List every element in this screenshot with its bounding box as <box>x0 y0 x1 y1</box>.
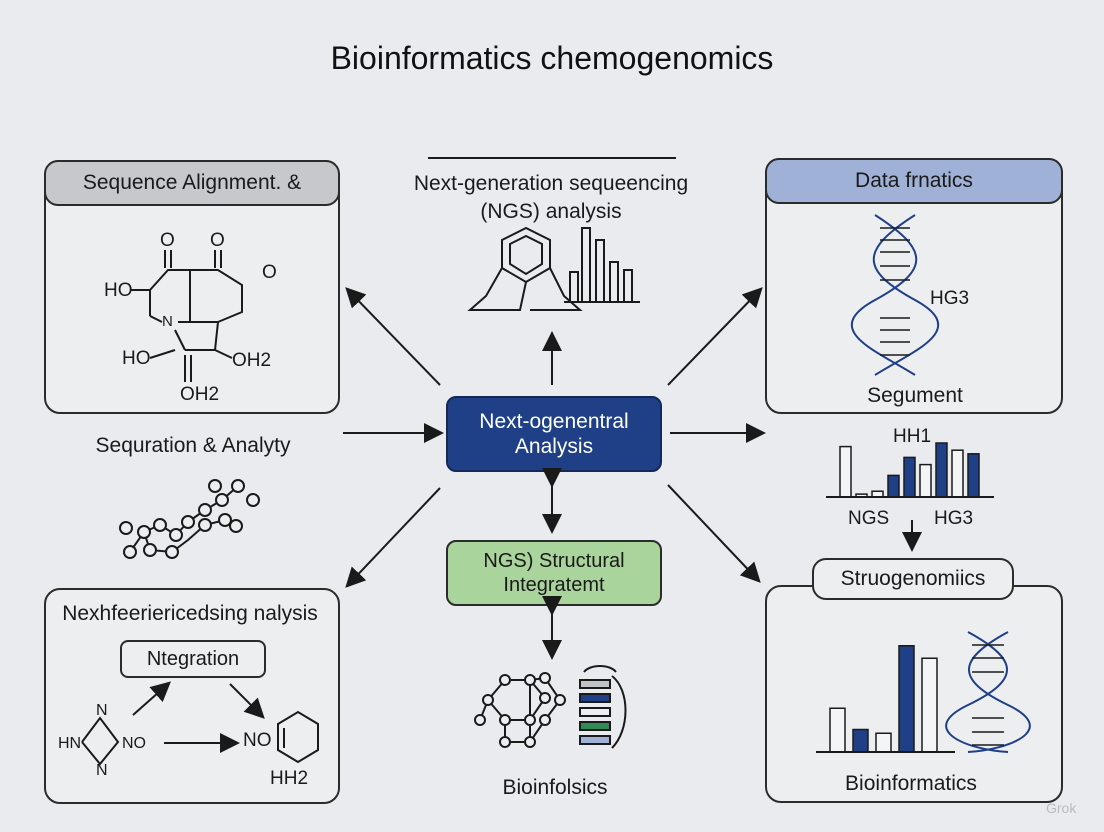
mid-chart-bar-4 <box>887 474 900 498</box>
structural-integration-line2: Integratemt <box>503 574 605 596</box>
mid-chart-bar-9 <box>967 453 980 498</box>
central-analysis-line1: Next-ogenentral <box>479 410 629 433</box>
atom-o-1: O <box>160 230 175 251</box>
atom-n-bottom: N <box>96 762 108 779</box>
mid-chart-bar-7 <box>935 442 948 498</box>
br-chart-bar-2 <box>852 728 869 753</box>
dna-helix-top <box>850 214 940 376</box>
atom-no-product: NO <box>243 730 272 751</box>
br-chart-bar-4 <box>898 645 915 753</box>
atom-ho-1: HO <box>104 280 133 301</box>
structural-integration-line1: NGS) Structural <box>483 550 625 572</box>
arrow-to-top-right <box>667 287 763 386</box>
arrow-to-bottom-left <box>345 487 441 588</box>
atom-n-top: N <box>96 702 108 719</box>
central-analysis-box: Next-ogenentral Analysis <box>446 396 662 472</box>
hh1-label: HH1 <box>893 426 932 447</box>
arrow-to-integration <box>132 681 171 716</box>
left-chain-molecule <box>119 479 260 559</box>
br-chart-bar-1 <box>829 707 846 753</box>
segument-label: Segument <box>867 384 963 407</box>
atom-o-3: O <box>262 262 277 283</box>
sequencing-analysis-header: Nexhfeeriericedsing nalysis <box>62 602 318 625</box>
bioinformatics-footer: Bioinformatics <box>845 772 977 795</box>
grok-watermark: Grok <box>1046 800 1077 816</box>
atom-hn: HN <box>58 735 82 752</box>
mid-chart-bar-6 <box>919 463 932 498</box>
arrow-to-bottom-right <box>667 484 761 583</box>
sequence-alignment-header: Sequence Alignment. & <box>44 160 340 206</box>
br-chart-bar-3 <box>875 732 892 753</box>
top-center-bars <box>564 227 640 303</box>
br-chart-bar-5 <box>921 657 938 753</box>
product-ring <box>277 710 319 764</box>
ngs-analysis-title-line1: Next-generation sequeencing <box>413 172 689 195</box>
ngs-analysis-title-line2: (NGS) analysis <box>480 200 622 223</box>
hg3-chart-label: HG3 <box>934 508 974 529</box>
atom-n: N <box>162 313 173 330</box>
atom-o-2: O <box>210 230 225 251</box>
bottom-right-bar-chart <box>816 645 955 753</box>
right-mid-bar-chart <box>826 442 994 498</box>
top-center-benzene <box>467 226 583 311</box>
mid-chart-bar-8 <box>951 449 964 498</box>
mid-chart-bar-5 <box>903 456 916 498</box>
sequration-label: Sequration & Analyty <box>95 434 291 457</box>
structural-integration-box: NGS) Structural Integratemt <box>446 540 662 606</box>
sequencing-analysis-card <box>44 588 340 804</box>
atom-hh2: HH2 <box>270 768 309 789</box>
arrow-from-integration <box>229 683 265 719</box>
tetrazole-ring <box>81 716 120 766</box>
central-analysis-line2: Analysis <box>514 435 594 458</box>
atom-oh2-1: OH2 <box>232 350 272 371</box>
dna-rungs-top <box>880 227 910 356</box>
struogenomiics-header: Struogenomiics <box>812 558 1014 600</box>
data-frnatics-header: Data frnatics <box>765 158 1063 204</box>
arrow-to-top-left <box>345 287 441 386</box>
bioinfolsics-label: Bioinfolsics <box>502 776 608 799</box>
integration-button[interactable]: Ntegration <box>120 640 266 678</box>
atom-oh2-2: OH2 <box>180 384 220 405</box>
bottom-center-blocks <box>579 665 627 749</box>
top-left-molecule <box>130 250 243 382</box>
dna-helix-bottom <box>945 631 1031 753</box>
dna-rungs-bottom <box>972 644 1004 746</box>
page-title: Bioinformatics chemogenomics <box>330 40 774 76</box>
atom-ho-2: HO <box>122 348 151 369</box>
atom-no-ring: NO <box>122 735 146 752</box>
bottom-center-network <box>474 672 566 748</box>
mid-chart-bar-1 <box>839 445 852 498</box>
ngs-label: NGS <box>848 508 890 529</box>
hg3-label: HG3 <box>930 288 970 309</box>
